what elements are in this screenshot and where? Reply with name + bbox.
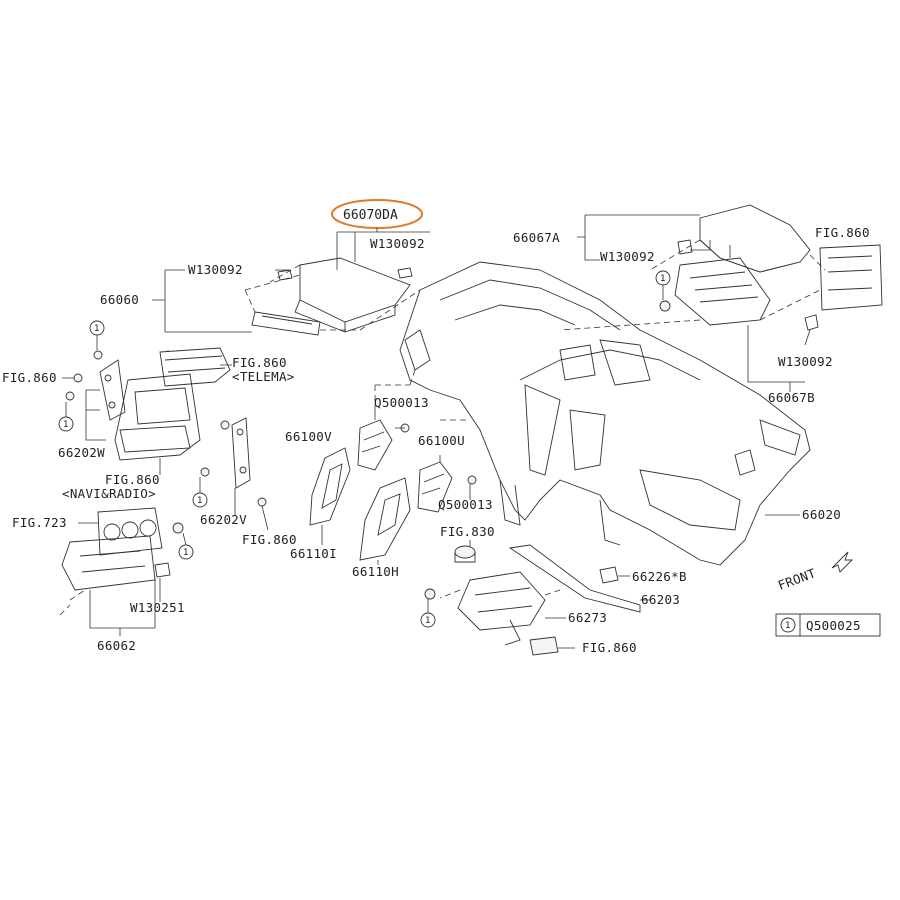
label-66060[interactable]: 66060	[100, 292, 139, 307]
screw-left-c[interactable]	[65, 391, 75, 401]
label-66020[interactable]: 66020	[802, 507, 841, 522]
clip-w130251[interactable]	[154, 562, 171, 578]
callout-1-tr-text: 1	[660, 274, 666, 284]
label-66100V[interactable]: 66100V	[285, 429, 332, 444]
label-66070DA[interactable]: 66070DA	[343, 208, 398, 223]
screw-66202V[interactable]	[257, 497, 267, 507]
clip-w130092-top[interactable]	[397, 267, 413, 279]
label-fig860-mid[interactable]: FIG.860	[242, 532, 297, 547]
part-66100V[interactable]	[357, 419, 393, 471]
part-66202V-bracket[interactable]	[231, 417, 251, 489]
screw-tr[interactable]	[659, 300, 671, 312]
part-66060[interactable]	[251, 311, 321, 336]
part-66110H[interactable]	[359, 477, 411, 561]
label-66110H[interactable]: 66110H	[352, 564, 399, 579]
label-66203[interactable]: 66203	[641, 592, 680, 607]
legend-part-label: Q500025	[806, 618, 861, 633]
callout-1-mid-text: 1	[197, 496, 203, 506]
clip-w130092-left[interactable]	[277, 269, 293, 281]
label-front: FRONT	[776, 565, 818, 593]
label-66202W[interactable]: 66202W	[58, 445, 105, 460]
part-fig723-climate[interactable]	[97, 507, 163, 556]
screw-mid-b[interactable]	[200, 467, 210, 477]
label-w130251[interactable]: W130251	[130, 600, 185, 615]
label-66067A[interactable]: 66067A	[513, 230, 560, 245]
label-fig860-bot[interactable]: FIG.860	[582, 640, 637, 655]
part-66110I[interactable]	[309, 447, 351, 526]
label-66273[interactable]: 66273	[568, 610, 607, 625]
part-66203-brace[interactable]	[508, 544, 641, 613]
part-66067A-cover[interactable]	[699, 204, 811, 273]
part-66100U[interactable]	[417, 461, 453, 513]
label-w130092-top[interactable]: W130092	[370, 236, 425, 251]
label-w130092-r2[interactable]: W130092	[778, 354, 833, 369]
callout-1-left-a-text: 1	[94, 324, 100, 334]
label-fig723[interactable]: FIG.723	[12, 515, 67, 530]
label-telema: <TELEMA>	[232, 369, 295, 384]
callout-1-climate-text: 1	[183, 548, 189, 558]
label-66110I[interactable]: 66110I	[290, 546, 337, 561]
screw-left-a[interactable]	[93, 350, 103, 360]
screw-mid-a[interactable]	[220, 420, 230, 430]
part-fig830-switch[interactable]	[454, 545, 476, 563]
part-66062-panel[interactable]	[61, 535, 156, 591]
callout-1-lower-text: 1	[425, 616, 431, 626]
label-fig860-left[interactable]: FIG.860	[2, 370, 57, 385]
part-fig860-display[interactable]	[819, 244, 883, 311]
label-66202V[interactable]: 66202V	[200, 512, 247, 527]
part-navi-radio[interactable]	[114, 373, 201, 461]
instrument-panel-66020[interactable]	[399, 261, 811, 566]
label-w130092-left[interactable]: W130092	[188, 262, 243, 277]
label-66062[interactable]: 66062	[97, 638, 136, 653]
label-fig830[interactable]: FIG.830	[440, 524, 495, 539]
label-66067B[interactable]: 66067B	[768, 390, 815, 405]
clip-w130092-right[interactable]	[677, 239, 693, 255]
label-q500013-a[interactable]: Q500013	[374, 395, 429, 410]
part-66202W-bracket[interactable]	[99, 359, 126, 421]
label-66226B[interactable]: 66226*B	[632, 569, 687, 584]
screw-q500013-b[interactable]	[467, 475, 477, 485]
screw-climate[interactable]	[172, 522, 184, 534]
label-66100U[interactable]: 66100U	[418, 433, 465, 448]
clip-w130092-r2[interactable]	[804, 314, 819, 331]
part-fig860-bot-switch[interactable]	[529, 636, 559, 656]
part-telema-unit[interactable]	[159, 347, 231, 387]
label-fig860-telema[interactable]: FIG.860	[232, 355, 287, 370]
part-66067A-meter[interactable]	[674, 257, 771, 326]
label-fig860-tr[interactable]: FIG.860	[815, 225, 870, 240]
legend-number: 1	[785, 621, 791, 631]
part-66273-bracket[interactable]	[457, 571, 546, 646]
screw-lower[interactable]	[424, 588, 436, 600]
screw-left-b[interactable]	[73, 373, 83, 383]
callout-1-left-b-text: 1	[63, 420, 69, 430]
label-w130092-right[interactable]: W130092	[600, 249, 655, 264]
label-q500013-b[interactable]: Q500013	[438, 497, 493, 512]
label-navi: <NAVI&RADIO>	[62, 486, 156, 501]
legend-box	[775, 613, 881, 637]
part-66226B-clip[interactable]	[599, 566, 619, 584]
front-arrow	[831, 551, 854, 573]
label-fig860-navi[interactable]: FIG.860	[105, 472, 160, 487]
